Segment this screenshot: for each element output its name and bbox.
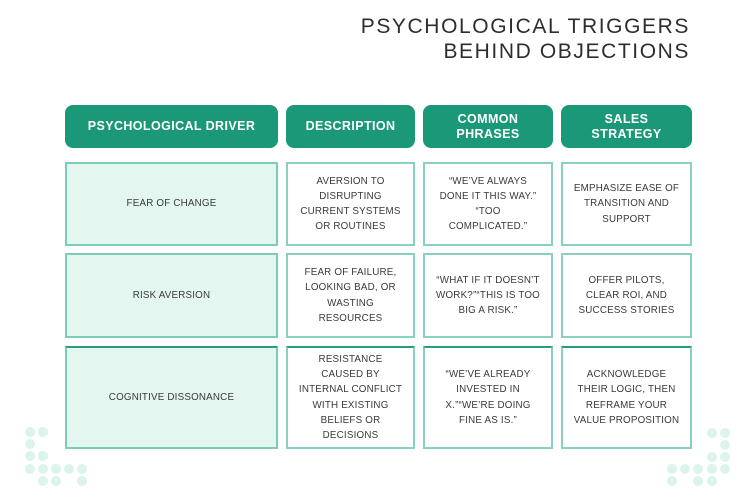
cell-description: RESISTANCE CAUSED BY INTERNAL CONFLICT W… [286, 346, 415, 450]
cell-sales-strategy: EMPHASIZE EASE OF TRANSITION AND SUPPORT [561, 162, 692, 246]
cell-driver-cognitive-dissonance: COGNITIVE DISSONANCE [65, 346, 278, 450]
header-sales-strategy: SALES STRATEGY [561, 105, 692, 148]
cell-common-phrases: “WHAT IF IT DOESN’T WORK?”“THIS IS TOO B… [423, 253, 553, 338]
dots-pattern-bottom-left [25, 427, 87, 486]
table-row: COGNITIVE DISSONANCE RESISTANCE CAUSED B… [65, 346, 692, 450]
page-title: PSYCHOLOGICAL TRIGGERS BEHIND OBJECTIONS [361, 14, 690, 64]
cell-description: FEAR OF FAILURE, LOOKING BAD, OR WASTING… [286, 253, 415, 338]
cell-sales-strategy: OFFER PILOTS, CLEAR ROI, AND SUCCESS STO… [561, 253, 692, 338]
table-header-row: PSYCHOLOGICAL DRIVER DESCRIPTION COMMON … [65, 105, 692, 148]
cell-sales-strategy: ACKNOWLEDGE THEIR LOGIC, THEN REFRAME YO… [561, 346, 692, 450]
header-psychological-driver: PSYCHOLOGICAL DRIVER [65, 105, 278, 148]
dots-pattern-bottom-right [667, 428, 730, 486]
cell-description: AVERSION TO DISRUPTING CURRENT SYSTEMS O… [286, 162, 415, 246]
page-title-line-1: PSYCHOLOGICAL TRIGGERS [360, 15, 690, 38]
cell-common-phrases: “WE’VE ALREADY INVESTED IN X.”“WE’RE DOI… [423, 346, 553, 450]
table-row: RISK AVERSION FEAR OF FAILURE, LOOKING B… [65, 253, 692, 338]
cell-driver-risk-aversion: RISK AVERSION [65, 253, 278, 338]
table-row: FEAR OF CHANGE AVERSION TO DISRUPTING CU… [65, 162, 692, 246]
cell-driver-fear-of-change: FEAR OF CHANGE [65, 162, 278, 246]
cell-common-phrases: “WE’VE ALWAYS DONE IT THIS WAY.” “TOO CO… [423, 162, 553, 246]
header-common-phrases: COMMON PHRASES [423, 105, 553, 148]
objections-table: PSYCHOLOGICAL DRIVER DESCRIPTION COMMON … [65, 105, 692, 450]
page-title-line-2: BEHIND OBJECTIONS [443, 40, 690, 64]
header-description: DESCRIPTION [286, 105, 415, 148]
